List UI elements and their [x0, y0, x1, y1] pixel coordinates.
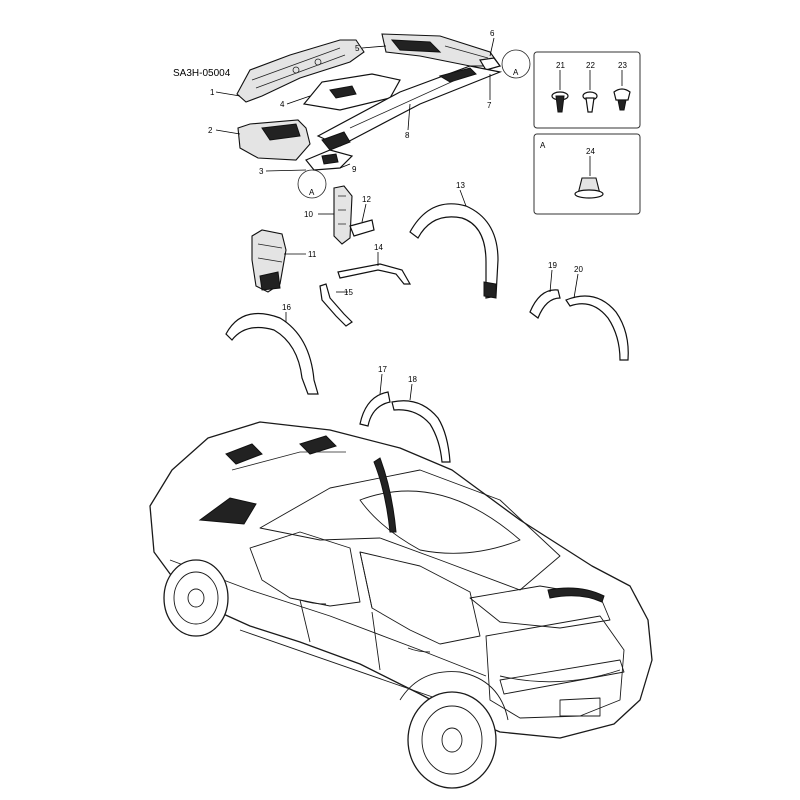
callout-5: 5: [355, 44, 360, 53]
detail-marker-upper: A: [513, 68, 519, 77]
diagram-code: SA3H-05004: [173, 68, 231, 79]
callout-18: 18: [408, 375, 417, 384]
fastener-box: [533, 51, 641, 129]
detail-box-title: A: [540, 141, 546, 150]
part-19-arch-piece: [529, 289, 561, 319]
part-10-vertical-bracket: [333, 185, 353, 245]
callout-24: 24: [586, 147, 595, 156]
callout-12: 12: [362, 195, 371, 204]
fastener-21: [551, 91, 569, 113]
detail-marker-lower: A: [309, 188, 315, 197]
callout-10: 10: [304, 210, 313, 219]
callout-14: 14: [374, 243, 383, 252]
part-4-center-panel: [302, 73, 401, 111]
rear-wheel: [407, 691, 497, 789]
part-9-bracket: [305, 149, 354, 171]
detail-circle-lower: A: [297, 169, 327, 199]
part-15-small-bracket: [319, 283, 353, 327]
callout-22: 22: [586, 61, 595, 70]
detail-box: A: [533, 133, 641, 215]
part-12-small-bracket: [349, 219, 375, 237]
callout-15: 15: [344, 288, 353, 297]
callout-17: 17: [378, 365, 387, 374]
callout-4: 4: [280, 100, 285, 109]
vehicle-illustration: [149, 421, 653, 789]
callout-6: 6: [490, 29, 495, 38]
callout-leaders: [215, 37, 623, 401]
callout-8: 8: [405, 131, 410, 140]
callout-labels: 1 2 3 4 5 6 7 8 9 10 11 12 13 14 15 16 1…: [208, 29, 627, 384]
callout-7: 7: [487, 101, 492, 110]
part-14-strip: [337, 263, 412, 285]
callout-2: 2: [208, 126, 213, 135]
callout-21: 21: [556, 61, 565, 70]
callout-13: 13: [456, 181, 465, 190]
part-17-arch-flare: [359, 391, 391, 427]
callout-23: 23: [618, 61, 627, 70]
callout-11: 11: [308, 250, 317, 259]
callout-16: 16: [282, 303, 291, 312]
part-8-crossmember-trim: [316, 65, 503, 151]
fastener-22: [582, 91, 598, 113]
part-5-upper-tray: [381, 33, 502, 67]
part-20-arch-piece: [565, 295, 629, 361]
part-6-clip: [479, 57, 502, 71]
part-11-side-bracket: [251, 229, 287, 293]
front-wheel: [163, 559, 229, 637]
part-2-left-tray: [237, 119, 311, 161]
part-18-arch-flare: [391, 400, 451, 463]
fastener-24: [574, 177, 604, 199]
detail-circle-upper: A: [501, 49, 531, 79]
callout-3: 3: [259, 167, 264, 176]
part-1-parcel-shelf: [236, 39, 365, 103]
part-13-wheel-arch: [409, 203, 499, 299]
callout-1: 1: [210, 88, 215, 97]
fastener-23: [613, 88, 631, 111]
callout-9: 9: [352, 165, 357, 174]
part-16-wheel-arch: [225, 312, 319, 395]
callout-20: 20: [574, 265, 583, 274]
callout-19: 19: [548, 261, 557, 270]
